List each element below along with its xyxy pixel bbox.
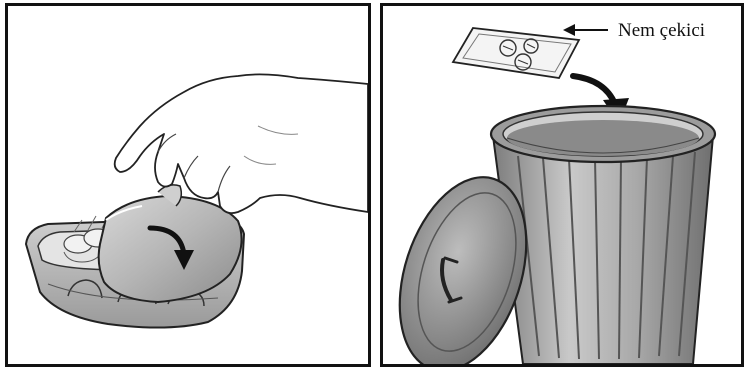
discard-desiccant-panel: Nem çekici	[380, 3, 744, 367]
hand	[115, 74, 368, 213]
discard-illustration	[383, 6, 741, 364]
desiccant-packet	[453, 28, 579, 78]
desiccant-label: Nem çekici	[618, 20, 705, 42]
callout-arrow-icon	[563, 24, 608, 36]
peel-lid-panel	[5, 3, 371, 367]
peel-lid-illustration	[8, 6, 368, 364]
